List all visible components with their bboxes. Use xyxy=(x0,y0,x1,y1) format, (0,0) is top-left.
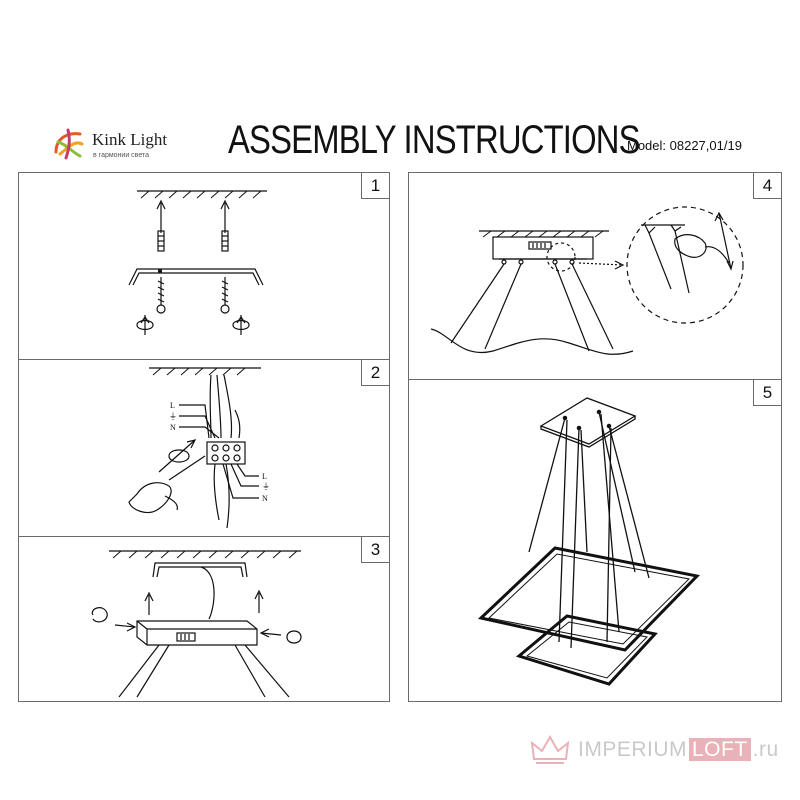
step-5-number: 5 xyxy=(753,380,781,406)
step-1-panel: 1 xyxy=(18,172,390,360)
watermark-crown-icon xyxy=(530,734,570,764)
step-2-illustration: L ⏚ N L ⏚ N xyxy=(128,367,270,529)
watermark-imperium: IMPERIUM xyxy=(578,738,687,761)
model-number: Model: 08227,01/19 xyxy=(627,138,742,153)
wire-label-n-top: N xyxy=(170,423,176,432)
step-3-panel: 3 xyxy=(18,536,390,702)
wire-label-n-bottom: N xyxy=(262,494,268,503)
step-4-number: 4 xyxy=(753,173,781,199)
ground-symbol-top: ⏚ xyxy=(169,412,177,421)
step-5-illustration xyxy=(477,397,701,686)
watermark-ru: .ru xyxy=(752,738,779,761)
watermark-loft: LOFT xyxy=(689,738,751,761)
kink-light-logo-icon xyxy=(54,128,84,160)
step-4-illustration xyxy=(430,206,744,355)
step-2-number: 2 xyxy=(361,360,389,386)
step-3-illustration xyxy=(91,550,302,698)
ground-symbol-bottom: ⏚ xyxy=(262,482,270,491)
step-2-panel: 2 xyxy=(18,359,390,537)
brand-name: Kink Light xyxy=(92,130,168,149)
brand-tagline: в гармонии света xyxy=(93,152,150,159)
wire-label-l-top: L xyxy=(170,401,175,410)
step-1-illustration xyxy=(128,190,267,335)
page-title: ASSEMBLY INSTRUCTIONS xyxy=(228,118,641,162)
step-5-panel: 5 xyxy=(408,379,782,702)
wire-label-l-bottom: L xyxy=(262,472,267,481)
step-4-panel: 4 xyxy=(408,172,782,380)
step-1-number: 1 xyxy=(361,173,389,199)
step-3-number: 3 xyxy=(361,537,389,563)
